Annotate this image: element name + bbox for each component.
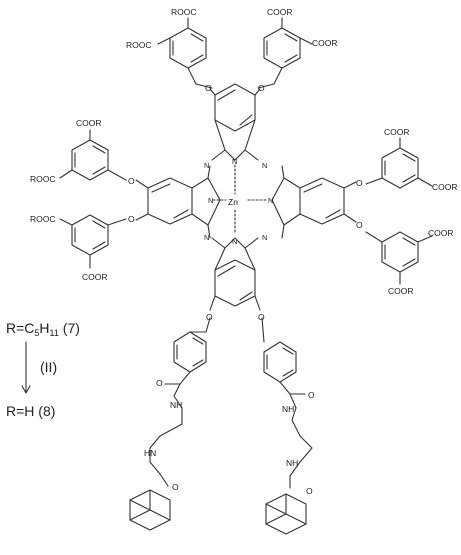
ether-oxygen-label: O xyxy=(205,83,212,93)
lower-right-aryl-ring xyxy=(381,231,419,273)
reaction-step-label: (II) xyxy=(40,359,57,375)
left-isoindole xyxy=(191,165,221,239)
upper-left-aryl-bonds xyxy=(59,129,127,181)
top-isoindole xyxy=(211,119,259,161)
bridge-nitrogen-label: N xyxy=(268,196,273,205)
top-left-aryl-substituent-bonds xyxy=(157,17,213,89)
amide-hn-label: HN xyxy=(144,448,156,458)
ester-label: COOR xyxy=(82,272,108,282)
bottom-isoindole xyxy=(211,237,259,271)
molecule-bonds xyxy=(59,17,433,535)
top-right-aryl-substituent-bonds xyxy=(257,17,313,89)
right-benzo-ring xyxy=(299,177,345,225)
ester-label: COOR xyxy=(388,286,414,296)
ester-label: COOR xyxy=(384,127,410,137)
ether-oxygen-label: O xyxy=(128,214,135,224)
product-label: R=H (8) xyxy=(6,403,55,419)
atom-labels: ROOC ROOC COOR COOR COOR ROOC ROOC COOR … xyxy=(30,7,458,496)
carbonyl-oxygen-label: O xyxy=(308,390,315,400)
right-oxygen-bonds xyxy=(343,181,357,223)
amide-nh-label: NH xyxy=(282,404,294,414)
left-phenyl-ring xyxy=(173,331,207,373)
upper-left-aryl-ring xyxy=(71,139,109,181)
zinc-label: Zn xyxy=(228,197,238,207)
bottom-benzo-ring xyxy=(214,259,256,307)
lower-left-aryl-ring xyxy=(71,214,109,256)
carbonyl-oxygen-label: O xyxy=(306,486,313,496)
ether-oxygen-label: O xyxy=(356,178,363,188)
upper-right-aryl-ring xyxy=(381,147,419,189)
ester-label: COOR xyxy=(312,38,338,48)
ether-oxygen-label: O xyxy=(128,176,135,186)
reaction-scheme: R=C5H11 (7) (II) R=H (8) xyxy=(6,320,80,419)
amide-nh-label: NH xyxy=(286,458,298,468)
bridge-nitrogen-label: N xyxy=(204,161,209,170)
top-left-aryl-ring xyxy=(169,27,207,69)
ester-label: COOR xyxy=(267,7,293,17)
left-benzo-ring xyxy=(147,177,193,225)
left-adamantane xyxy=(129,489,171,531)
bridge-nitrogen-label: N xyxy=(232,157,237,166)
bridge-nitrogen-label: N xyxy=(204,233,209,242)
ether-oxygen-label: O xyxy=(356,220,363,230)
upper-right-aryl-bonds xyxy=(365,137,433,187)
carbonyl-oxygen-label: O xyxy=(156,378,163,388)
ester-label: ROOC xyxy=(171,7,197,17)
top-benzo-ring xyxy=(214,83,256,132)
ether-oxygen-label: O xyxy=(258,312,265,322)
zinc-coordination-bonds xyxy=(212,164,269,233)
right-amide-linker xyxy=(261,317,313,489)
reaction-arrow-head xyxy=(21,385,31,394)
right-isoindole xyxy=(271,165,301,239)
right-phenyl-ring xyxy=(263,341,297,383)
ether-oxygen-label: O xyxy=(258,83,265,93)
ester-label: ROOC xyxy=(126,40,152,50)
ester-label: COOR xyxy=(432,182,458,192)
ether-oxygen-label: O xyxy=(206,312,213,322)
bridge-nitrogen-label: N xyxy=(262,233,267,242)
ester-label: COOR xyxy=(76,118,102,128)
bridge-nitrogen-label: N xyxy=(208,196,213,205)
ester-label: ROOC xyxy=(30,214,56,224)
carbonyl-oxygen-label: O xyxy=(172,482,179,492)
ester-label: COOR xyxy=(428,228,454,238)
top-right-aryl-ring xyxy=(263,27,301,69)
bottom-oxygen-bonds xyxy=(209,295,261,311)
right-adamantane xyxy=(265,493,307,535)
amide-nh-label: NH xyxy=(170,400,182,410)
bridge-nitrogen-label: N xyxy=(262,161,267,170)
ester-label: ROOC xyxy=(30,174,56,184)
starting-material-label: R=C5H11 (7) xyxy=(6,320,80,338)
top-benzo-oxygen-bonds xyxy=(209,88,261,96)
left-amide-linker xyxy=(149,317,211,487)
lower-right-aryl-bonds xyxy=(365,231,433,285)
lower-left-aryl-bonds xyxy=(59,218,127,269)
left-oxygen-bonds xyxy=(135,179,149,221)
bridge-nitrogen-label: N xyxy=(232,237,237,246)
